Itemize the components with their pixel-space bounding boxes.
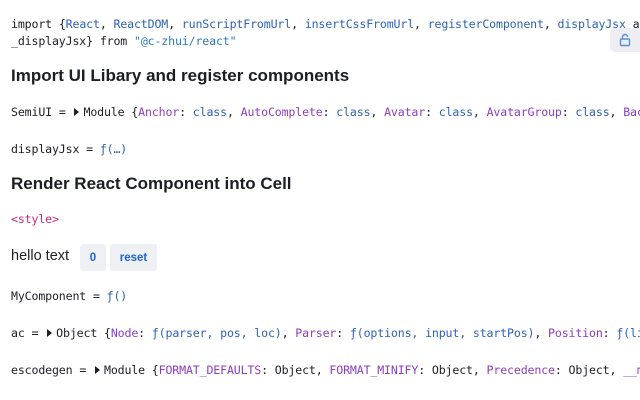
import-line-1: import {React, ReactDOM, runScriptFromUr… xyxy=(11,17,640,31)
value-type: Object xyxy=(56,326,98,340)
variable-name: escodegen xyxy=(11,363,73,377)
object-value: Object xyxy=(431,363,473,377)
import-name: displayJsx xyxy=(557,17,626,31)
object-value: ƒ(options, input, startPos) xyxy=(349,326,535,340)
object-value: ƒ(parser, pos, loc) xyxy=(151,326,282,340)
object-value: class xyxy=(192,105,227,119)
object-key: FORMAT_DEFAULTS xyxy=(158,363,262,377)
hello-text: hello text xyxy=(11,248,70,264)
object-key: FORMAT_MINIFY xyxy=(329,363,419,377)
variable-name: MyComponent xyxy=(11,289,87,303)
section-heading-import: Import UI Libary and register components xyxy=(11,66,350,85)
mycomponent-cell: MyComponent = ƒ() xyxy=(11,289,128,303)
object-value: class xyxy=(336,105,371,119)
object-value: Object xyxy=(274,363,316,377)
import-name: insertCssFromUrl xyxy=(304,17,415,31)
reset-button[interactable]: reset xyxy=(110,244,157,271)
function-value[interactable]: ƒ() xyxy=(106,289,128,303)
object-value: class xyxy=(575,105,610,119)
import-alias: _displayJsx xyxy=(11,34,87,48)
import-name: runScriptFromUrl xyxy=(181,17,292,31)
expand-triangle-icon[interactable] xyxy=(47,329,53,337)
object-key: Node xyxy=(110,326,139,340)
import-line-2: _displayJsx} from "@c-zhui/react" xyxy=(11,34,237,48)
expand-triangle-icon[interactable] xyxy=(74,108,80,116)
variable-name: ac xyxy=(11,326,25,340)
escodegen-cell: escodegen = Module {FORMAT_DEFAULTS: Obj… xyxy=(11,363,640,377)
object-key: Precedence xyxy=(486,363,555,377)
import-name: ReactDOM xyxy=(113,17,169,31)
import-name: registerComponent xyxy=(427,17,544,31)
displayjsx-cell: displayJsx = ƒ(…) xyxy=(11,142,128,156)
object-key: Parser xyxy=(295,326,337,340)
object-key: BackTop xyxy=(623,105,640,119)
lock-button[interactable] xyxy=(610,28,640,52)
module-path: "@c-zhui/react" xyxy=(133,34,237,48)
object-key: AvatarGroup xyxy=(486,105,562,119)
as-keyword: as xyxy=(632,17,640,31)
object-key: AutoComplete xyxy=(240,105,323,119)
style-tag-cell: <style> xyxy=(11,212,59,226)
object-value: Object xyxy=(568,363,610,377)
value-type: Module xyxy=(83,105,125,119)
section-heading-render: Render React Component into Cell xyxy=(11,174,292,193)
object-value: class xyxy=(438,105,473,119)
object-key: Anchor xyxy=(138,105,180,119)
object-value: ƒ(line, xyxy=(616,326,640,340)
counter-button[interactable]: 0 xyxy=(80,244,106,271)
lock-icon xyxy=(619,33,631,47)
variable-name: displayJsx xyxy=(11,142,80,156)
import-name: React xyxy=(65,17,100,31)
object-key: __modul xyxy=(623,363,640,377)
expand-triangle-icon[interactable] xyxy=(94,366,100,374)
object-key: Avatar xyxy=(384,105,426,119)
object-key: Position xyxy=(548,326,603,340)
variable-name: SemiUI xyxy=(11,105,52,119)
from-keyword: from xyxy=(99,34,128,48)
ac-cell: ac = Object {Node: ƒ(parser, pos, loc), … xyxy=(11,326,640,340)
import-keyword: import xyxy=(11,17,52,31)
function-value[interactable]: ƒ(…) xyxy=(99,142,128,156)
value-type: Module xyxy=(103,363,145,377)
semiui-cell: SemiUI = Module {Anchor: class, AutoComp… xyxy=(11,105,640,119)
